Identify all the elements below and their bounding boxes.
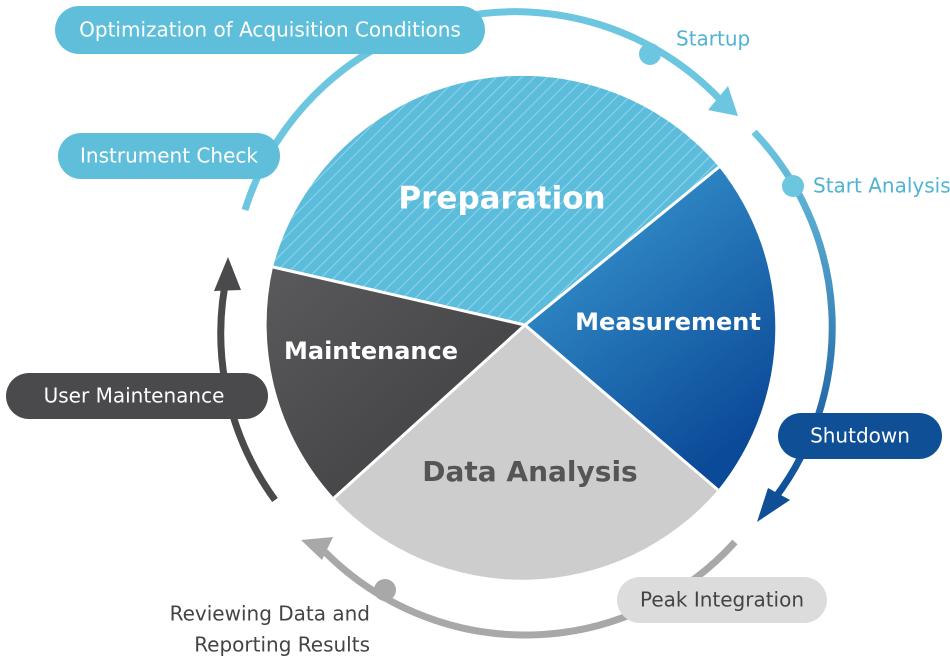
step-startup-label: Startup bbox=[676, 27, 750, 51]
step-shutdown: Shutdown bbox=[778, 413, 942, 459]
step-user-maintenance: User Maintenance bbox=[6, 373, 268, 419]
step-start-analysis-label: Start Analysis bbox=[813, 174, 950, 198]
step-peak-integration-label: Peak Integration bbox=[640, 588, 804, 612]
segment-label-data-analysis: Data Analysis bbox=[422, 455, 637, 488]
segment-label-measurement: Measurement bbox=[575, 308, 761, 336]
step-reviewing-label-line1: Reviewing Data and bbox=[170, 602, 370, 626]
step-dot-reviewing bbox=[374, 579, 396, 601]
step-instrument-check: Instrument Check bbox=[58, 133, 280, 179]
step-peak-integration: Peak Integration bbox=[617, 577, 827, 623]
step-user-maintenance-label: User Maintenance bbox=[44, 384, 225, 408]
segment-data-analysis bbox=[334, 325, 718, 580]
arrow-head-cyan-icon bbox=[708, 86, 738, 116]
step-optimization-label: Optimization of Acquisition Conditions bbox=[79, 18, 461, 42]
segment-label-preparation: Preparation bbox=[398, 181, 605, 217]
segment-maintenance bbox=[266, 267, 525, 498]
step-dot-startup bbox=[639, 43, 661, 65]
step-dot-start-analysis bbox=[782, 175, 804, 197]
segment-measurement bbox=[525, 167, 776, 490]
step-optimization: Optimization of Acquisition Conditions bbox=[55, 6, 485, 54]
arrow-head-navy-icon bbox=[757, 488, 790, 522]
step-reviewing-label-line2: Reporting Results bbox=[194, 633, 370, 657]
step-instrument-check-label: Instrument Check bbox=[80, 144, 258, 168]
step-shutdown-label: Shutdown bbox=[810, 424, 910, 448]
arrow-head-dark-icon bbox=[214, 257, 241, 291]
arrow-head-gray-icon bbox=[301, 537, 333, 560]
segment-preparation bbox=[273, 75, 719, 325]
segment-dividers bbox=[272, 165, 720, 500]
segment-label-maintenance: Maintenance bbox=[284, 337, 458, 365]
